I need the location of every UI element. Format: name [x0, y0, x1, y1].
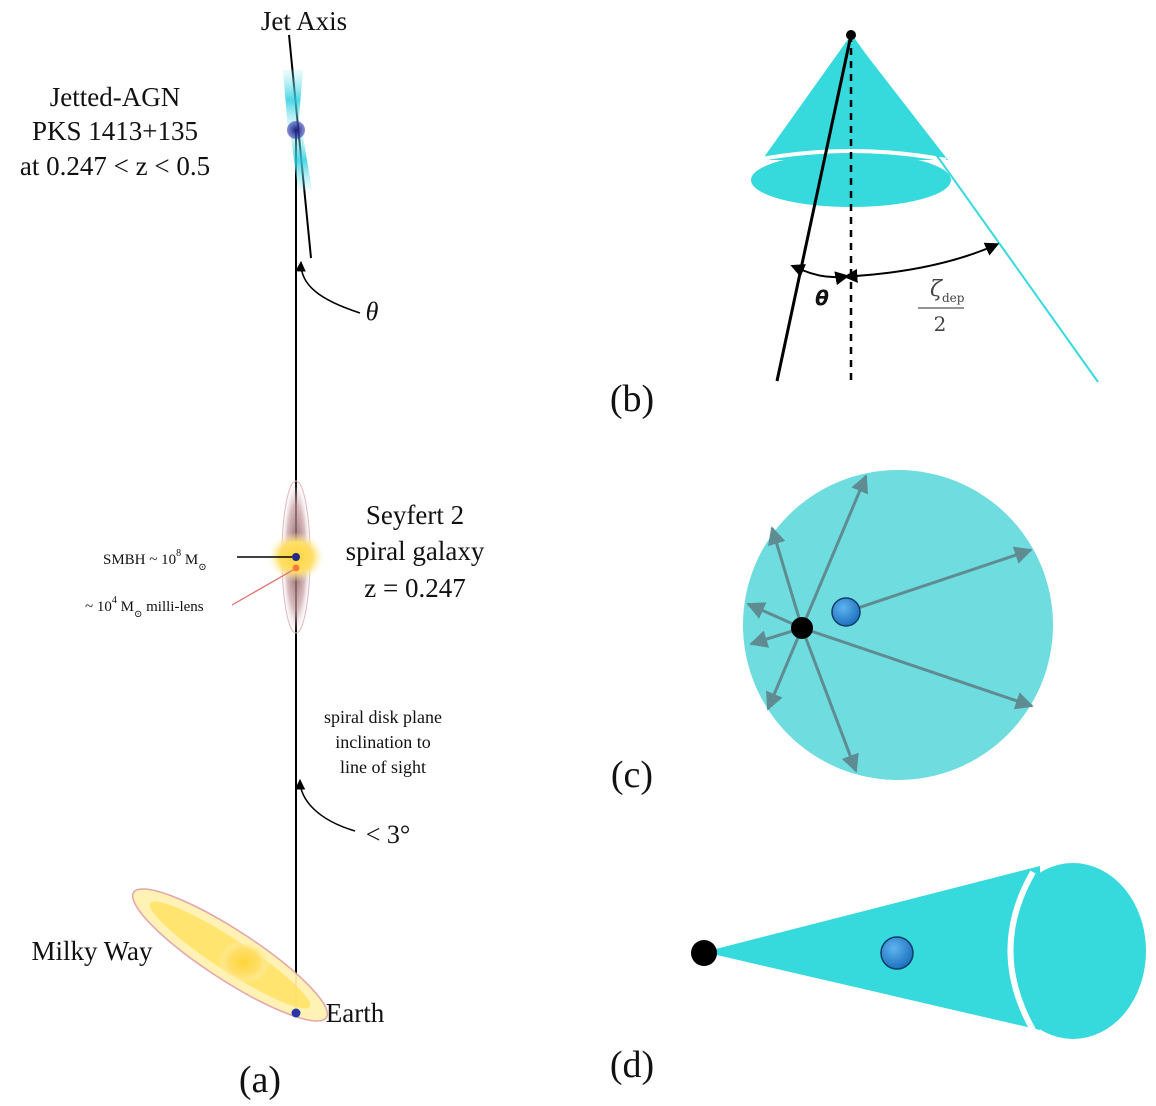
source-dot-d	[691, 940, 717, 966]
jet-axis-label: Jet Axis	[261, 6, 347, 36]
zeta-symbol: ζ	[930, 277, 944, 302]
sphere-c	[743, 470, 1053, 780]
source-dot-c	[791, 617, 813, 639]
agn-jet	[283, 70, 312, 190]
cone-rim-highlight	[755, 149, 947, 162]
panel-c-label: (c)	[611, 754, 653, 796]
agn-label-line1: Jetted-AGN	[50, 82, 180, 112]
disk-note-line1: spiral disk plane	[324, 707, 442, 727]
smbh-dot	[292, 553, 300, 561]
inclination-pointer	[294, 778, 356, 832]
ray-arrow-5	[765, 627, 804, 711]
milky-way-bulge	[218, 940, 270, 984]
theta-arc	[790, 264, 850, 286]
theta-pointer	[295, 260, 361, 314]
earth-dot	[291, 1008, 301, 1018]
agn-label-line2: PKS 1413+135	[32, 116, 198, 146]
smbh-label: SMBH ~ 108 M⊙	[103, 548, 207, 573]
agn-core	[287, 121, 305, 139]
panel-a: Jet Axis Jetted-AGN PKS 1413+135 at 0.24…	[20, 6, 485, 1101]
theta-label-b: θ	[815, 286, 829, 310]
milky-way-galaxy	[131, 888, 329, 1022]
cone-apex	[846, 30, 856, 40]
lens-ball-c	[831, 597, 861, 627]
ray-arrow-1	[800, 474, 869, 629]
disk-note-line3: line of sight	[340, 757, 426, 777]
seyfert-galaxy	[268, 480, 324, 634]
panel-d-label: (d)	[610, 1044, 654, 1086]
fraction-denominator: 2	[934, 312, 947, 336]
cone-d-base	[1000, 863, 1146, 1039]
ray-arrow-2	[768, 526, 804, 629]
ray-arrows	[746, 474, 1034, 773]
millilens-pointer	[231, 569, 294, 606]
earth-label: Earth	[326, 998, 385, 1028]
panel-b-label: (b)	[610, 378, 654, 420]
ray-arrow-7	[801, 626, 1034, 710]
inclination-angle-label: < 3°	[366, 820, 411, 849]
cone-d-rim	[1007, 870, 1036, 1032]
line-of-sight-b	[775, 34, 853, 382]
seyfert-label-line1: Seyfert 2	[366, 500, 464, 530]
lens-ball-d	[880, 936, 914, 970]
cone-d	[704, 866, 1040, 1030]
seyfert-label-line3: z = 0.247	[364, 573, 465, 603]
ray-arrow-8	[845, 546, 1033, 614]
seyfert-label-line2: spiral galaxy	[346, 536, 485, 566]
theta-label-a: θ	[366, 297, 379, 326]
panel-a-label: (a)	[239, 1059, 281, 1101]
milky-way-label: Milky Way	[31, 936, 153, 966]
agn-label-line3: at 0.247 < z < 0.5	[20, 151, 210, 181]
millilens-dot	[292, 564, 300, 572]
cone-body	[762, 35, 948, 160]
panel-d: (d)	[610, 863, 1146, 1086]
cone-edge-line	[850, 34, 1099, 383]
zeta-arc	[843, 242, 1000, 283]
millilens-label: ~ 104 M⊙ milli-lens	[85, 595, 204, 620]
disk-note-line2: inclination to	[335, 732, 430, 752]
zeta-subscript: dep	[942, 291, 965, 305]
panel-c: (c)	[611, 470, 1053, 796]
panel-b: θ ζ dep 2 (b)	[610, 30, 1099, 420]
ray-arrow-6	[800, 627, 859, 773]
